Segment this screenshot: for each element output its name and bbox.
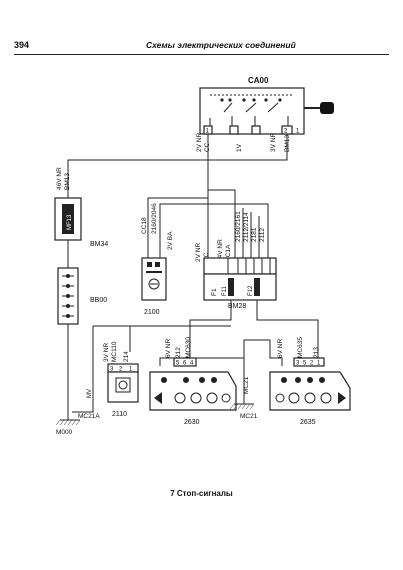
c2100-wire2: 2160/2046 [151, 203, 158, 234]
bm28-output-wires [93, 300, 319, 366]
figure-caption: 7 Стоп-сигналы [170, 489, 233, 498]
bm28-fuse-box: 2V NR CC 34V NR CC1A 2160/2161 2112/2114… [195, 189, 277, 310]
c2110-lamp: 3V NR MC110 214 3 2 1 2110 [103, 341, 139, 418]
mc21a-label: MC21A [78, 413, 100, 420]
c2635-rear-lamp: 6V NR MC635 213 3 5 2 1 2635 [243, 337, 351, 426]
bm28-label: BM28 [228, 303, 246, 310]
c2635-pin-1: 1 [317, 361, 321, 367]
c2110-conn: 3V NR [103, 343, 110, 362]
bm34-wire: BM13 [64, 173, 71, 190]
c2630-w2: MC630 [185, 337, 192, 358]
bb00-label: BB00 [90, 297, 107, 304]
ca00-pin-mid [229, 125, 239, 135]
c2635-w1: MC635 [297, 337, 304, 358]
c2110-pin-3: 3 [110, 367, 114, 373]
page-number: 394 [14, 40, 30, 50]
c2100-stop-switch: CC18 2160/2046 2V BA 2100 [141, 197, 269, 316]
bm28-c1w: CC [203, 252, 210, 262]
ground-m000: MV MC21A M000 [55, 326, 100, 436]
c2110-pin-1: 1 [129, 367, 133, 373]
ca00-pin-left-num: 1 [206, 129, 210, 135]
bm28-c2w: CC1A [225, 244, 232, 262]
c2635-w2: 213 [313, 347, 320, 358]
c2635-pin-5: 5 [303, 361, 307, 367]
c2630-pin-4: 4 [190, 361, 194, 367]
c2630-w1: 212 [175, 347, 182, 358]
bm28-c3: 2160/2161 [235, 211, 242, 242]
c2630-pin-6: 6 [183, 361, 187, 367]
arrow-left-icon [154, 392, 162, 404]
mv-label: MV [87, 389, 93, 398]
bm28-c5: 2181 [251, 227, 258, 242]
c2100-wire1: CC18 [141, 217, 148, 234]
mf13-label: MF13 [67, 214, 73, 230]
c2630-conn: 6V NR [165, 339, 172, 358]
ca00-label: CA00 [248, 76, 269, 85]
ca00-contacts [209, 94, 292, 126]
fuse-f11 [228, 278, 234, 296]
page-title: Схемы электрических соединений [146, 40, 296, 50]
bm28-c2: 34V NR [217, 239, 224, 262]
c2635-pin-3: 3 [296, 361, 300, 367]
f11-label: F11 [222, 285, 228, 296]
c2110-body [107, 371, 139, 403]
bm34-label: BM34 [90, 241, 108, 248]
ca00-pin-right-num: 2 [284, 129, 288, 135]
key-icon [304, 102, 334, 114]
c2635-pins [293, 357, 325, 367]
ca00-pin-mid2 [251, 125, 261, 135]
c2100-label: 2100 [144, 309, 160, 316]
c2110-w1: MC110 [111, 341, 118, 362]
bm28-c6: 2112 [259, 228, 266, 242]
bm34-fuse-box: 46V NR BM13 MF13 BM34 [54, 167, 108, 268]
bm28-body [203, 273, 277, 301]
f1-label: F1 [211, 288, 218, 296]
bm28-c4: 2112/2114 [243, 212, 250, 242]
bm34-conn: 46V NR [56, 167, 63, 190]
ca00-wires [67, 134, 288, 198]
ca00-switch: CA00 1 2 1 [196, 76, 334, 152]
ca00-pin-right-num2: 1 [296, 129, 300, 135]
ca00-left-conn: 2V NR [196, 133, 203, 152]
c2110-w2: 214 [123, 351, 130, 362]
c2100-conn: 2V BA [167, 231, 174, 250]
bb00-battery: BB00 [57, 267, 107, 420]
mf13-fuse [62, 204, 74, 234]
c2635-label: 2635 [300, 419, 316, 426]
ground-mc21: MC21 MC21 [159, 357, 258, 420]
page-header: 394 Схемы электрических соединений [14, 40, 389, 55]
mc21-label: MC21 [240, 413, 258, 420]
bm28-c1: 2V NR [195, 243, 202, 262]
c2110-label: 2110 [112, 411, 127, 418]
c2635-pin-2: 2 [310, 361, 314, 367]
c2630-rear-lamp: 6V NR 212 MC630 5 6 4 2630 [149, 337, 237, 426]
bm28-pins [203, 257, 277, 275]
ca00-right-conn: 3V NR [270, 133, 277, 152]
c2630-pin-5: 5 [176, 361, 180, 367]
c2635-conn: 6V NR [277, 339, 284, 358]
m000-label: M000 [56, 429, 73, 436]
f12-label: F12 [248, 285, 254, 296]
mc21-label-v: MC21 [243, 376, 250, 394]
arrow-right-icon [338, 392, 346, 404]
fuse-f12 [254, 278, 260, 296]
ca00-mid-wire: 1V [236, 143, 243, 152]
c2110-pin-2: 2 [119, 367, 123, 373]
c2630-label: 2630 [184, 419, 200, 426]
